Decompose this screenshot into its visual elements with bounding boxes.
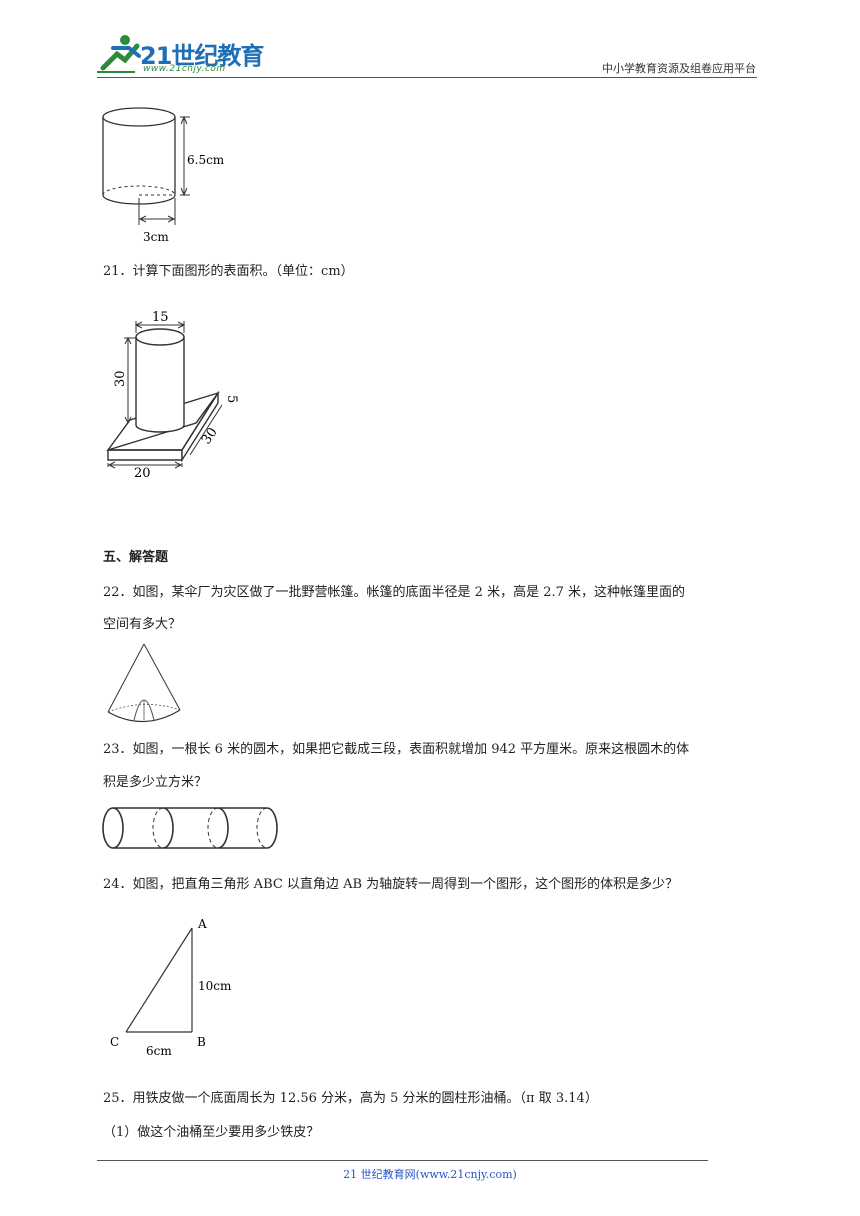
q22-line1: 22．如图，某伞厂为灾区做了一批野营帐篷。帐篷的底面半径是 2 米，高是 2.7… [103,585,686,600]
tent-figure [107,643,181,723]
q21-height-label: 30 [113,370,128,387]
cylinder-figure: 6.5cm 3cm [102,107,225,244]
height-label: 6.5cm [187,153,225,167]
logo-url: www.21cnjy.com [143,64,226,74]
q21-base-width-label: 20 [134,466,151,480]
section-title: 五、解答题 [103,550,169,565]
cb-length-label: 6cm [146,1044,172,1058]
q21-diameter-label: 15 [152,310,169,325]
vertex-c-label: C [110,1035,119,1049]
q23-line2: 积是多少立方米？ [103,775,208,790]
ab-length-label: 10cm [198,979,232,993]
q21-figure: 15 30 5 30 20 [106,310,239,480]
q23-line1: 23．如图，一根长 6 米的圆木，如果把它截成三段，表面积就增加 942 平方厘… [103,742,690,757]
triangle-figure: A B C 10cm 6cm [110,917,232,1058]
radius-label: 3cm [143,230,169,244]
q21-base-height-label: 5 [224,395,239,403]
header-divider [97,77,757,78]
runner-icon [97,35,141,73]
logo-text: 21世纪教育 [140,42,264,70]
platform-title: 中小学教育资源及组卷应用平台 [602,62,756,75]
q24-line1: 24．如图，把直角三角形 ABC 以直角边 AB 为轴旋转一周得到一个图形，这个… [103,877,679,892]
log-figure [102,807,278,849]
q21-text: 21．计算下面图形的表面积。（单位：cm） [103,264,354,279]
site-logo [95,32,260,76]
vertex-b-label: B [197,1035,206,1049]
footer-divider [97,1160,708,1161]
q25-sub1: （1）做这个油桶至少要用多少铁皮？ [103,1125,320,1140]
footer-link[interactable]: 21 世纪教育网(www.21cnjy.com) [343,1168,517,1181]
q22-line2: 空间有多大？ [103,617,182,632]
q25-line1: 25．用铁皮做一个底面周长为 12.56 分米，高为 5 分米的圆柱形油桶。（π… [103,1091,598,1106]
vertex-a-label: A [197,917,207,931]
